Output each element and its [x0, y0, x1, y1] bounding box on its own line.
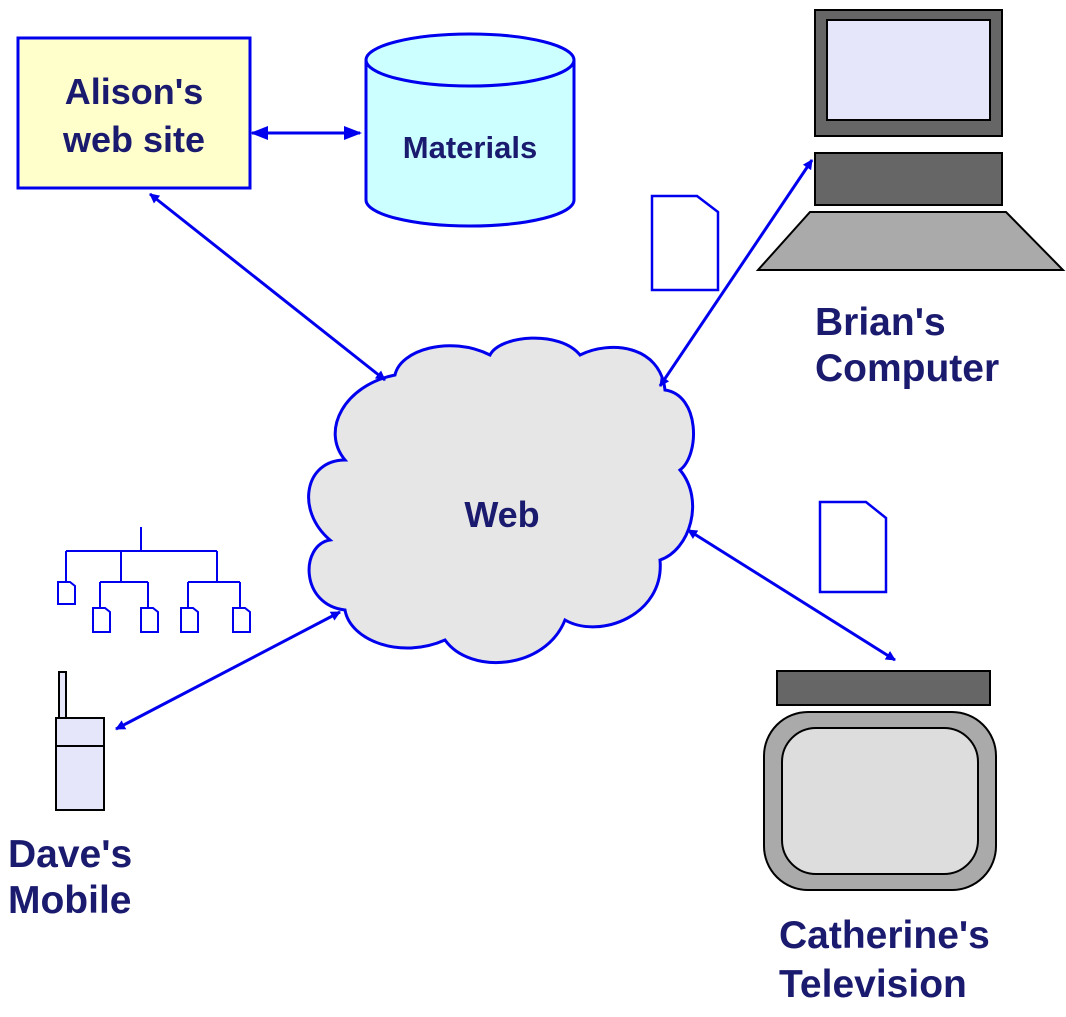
tree-page-icon [140, 607, 159, 633]
document-icon-computer [650, 194, 720, 292]
alisons-web-site-node: Alison's web site [16, 36, 252, 190]
web-computer-arrow [658, 159, 814, 387]
site-map-tree-icon [65, 527, 241, 608]
television-top-bar [776, 670, 991, 706]
computer-keyboard [755, 211, 1066, 271]
mobile-body [55, 717, 105, 811]
materials-label: Materials [403, 130, 537, 165]
computer-label-line2: Computer [815, 347, 999, 390]
daves-mobile-node: Dave's Mobile [8, 671, 132, 922]
web-label: Web [464, 494, 539, 535]
catherines-television-node: Catherine's Television [763, 670, 997, 1006]
television-label-line2: Television [779, 963, 967, 1006]
television-screen [781, 727, 979, 875]
mobile-label-line2: Mobile [8, 879, 132, 922]
mobile-antenna [58, 671, 67, 721]
cloud-shape [307, 336, 695, 665]
web-mobile-arrow [115, 610, 341, 731]
tree-page-icon [57, 581, 76, 605]
web-site-box [16, 36, 252, 190]
web-television-arrow [687, 528, 896, 662]
materials-database-node: Materials [364, 32, 576, 228]
web-site-label-line1: Alison's [65, 71, 204, 112]
tree-page-icon [232, 607, 251, 633]
database-cylinder-top [364, 32, 576, 88]
document-icon-television [818, 500, 888, 594]
tree-page-icon [92, 607, 111, 633]
tree-page-icon [180, 607, 199, 633]
web-cloud-node: Web [307, 336, 695, 665]
television-label-line1: Catherine's [779, 914, 990, 957]
computer-label-line1: Brian's [815, 301, 946, 344]
mobile-label-line1: Dave's [8, 833, 132, 876]
website-web-arrow [149, 192, 386, 382]
brians-computer-node: Brian's Computer [755, 9, 1066, 390]
computer-screen [826, 19, 991, 121]
web-site-label-line2: web site [62, 119, 205, 160]
computer-base-unit [814, 152, 1003, 206]
